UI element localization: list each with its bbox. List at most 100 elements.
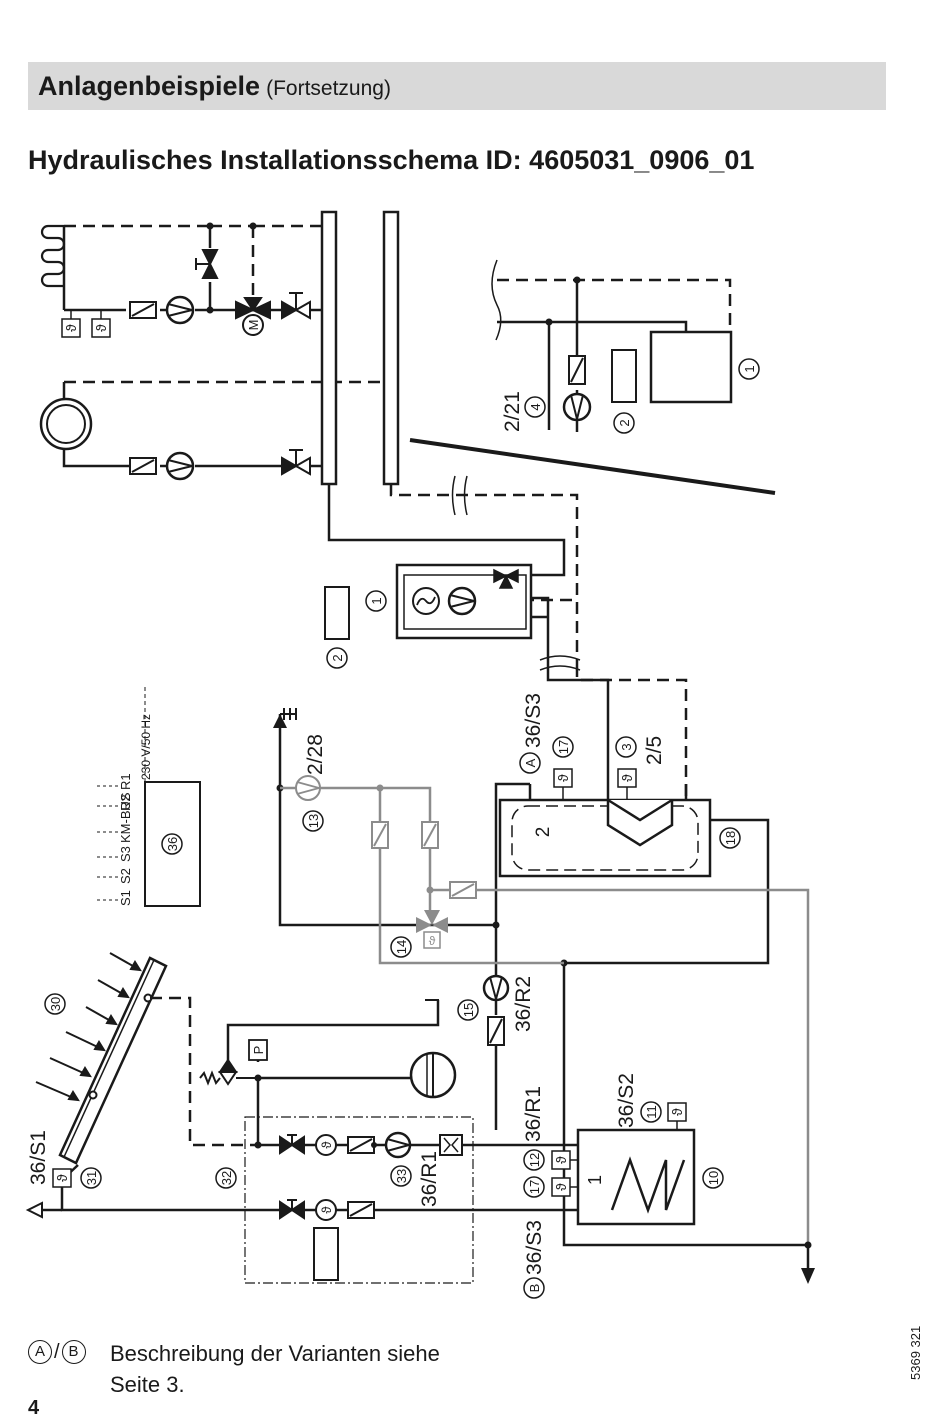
pump-icon bbox=[165, 295, 195, 325]
section-title: Anlagenbeispiele(Fortsetzung) bbox=[38, 71, 391, 102]
radiator-circuit bbox=[40, 224, 327, 312]
expansion-vessel-icon bbox=[409, 1051, 457, 1099]
component-number: 18 bbox=[723, 831, 738, 845]
pump-icon bbox=[482, 974, 510, 1003]
component-number: 15 bbox=[461, 1003, 476, 1017]
wiring-labels: 36/S3 36/S3 36/R1 36/R1 36/R2 36/S2 36/S… bbox=[27, 391, 666, 1275]
thermometer-icon bbox=[315, 1134, 337, 1221]
sensor-symbol: ϑ bbox=[553, 1183, 569, 1191]
safety-valve-icon bbox=[199, 1058, 258, 1086]
wiring-label: 36/R1 bbox=[418, 1151, 441, 1207]
sensor-symbol: ϑ bbox=[319, 1141, 334, 1149]
ball-valve-icon bbox=[279, 1134, 305, 1220]
terminal-label: S1 bbox=[118, 890, 133, 906]
component-number: 4 bbox=[528, 403, 543, 410]
wiring-label: 36/S2 bbox=[615, 1073, 638, 1128]
variant-separator: / bbox=[54, 1340, 60, 1363]
shutoff-valve-icon bbox=[281, 292, 311, 320]
terminal-label: R2 bbox=[118, 794, 133, 811]
sensor-symbol: ϑ bbox=[54, 1174, 70, 1182]
terminal-wires bbox=[97, 785, 118, 901]
gray-circuit bbox=[280, 786, 810, 1245]
bypass-valve-icon bbox=[195, 249, 219, 279]
wiring-label: 2/21 bbox=[501, 391, 524, 432]
terminal-label: S3 bbox=[118, 846, 133, 862]
three-way-mixer-icon bbox=[235, 297, 271, 336]
component-number: 10 bbox=[706, 1171, 721, 1185]
wiring-label: 36/R2 bbox=[512, 976, 535, 1032]
pressure-gauge bbox=[248, 1039, 268, 1061]
solar-coil-icon bbox=[610, 1156, 686, 1214]
storage-tank bbox=[498, 798, 712, 878]
component-number: 32 bbox=[219, 1171, 234, 1185]
component-number: 17 bbox=[527, 1180, 542, 1194]
component-number: 3 bbox=[619, 743, 634, 750]
component-number: 1 bbox=[742, 365, 757, 372]
component-number: 2 bbox=[617, 419, 632, 426]
solar-collector-icon bbox=[58, 956, 168, 1165]
sensor-symbol: ϑ bbox=[619, 774, 635, 782]
wiring-label: 2/5 bbox=[643, 736, 666, 765]
terminal-labels: S1 S2 S3 KM-BUS R2 R1 bbox=[118, 773, 133, 906]
sensor-symbol: ϑ bbox=[93, 324, 109, 332]
flow-check-valve-icon bbox=[371, 821, 477, 899]
sensor-symbol: ϑ bbox=[555, 774, 571, 782]
component-number-circles: 1 2 4 1 2 36 13 17 3 18 14 15 30 11 12 1… bbox=[44, 358, 760, 1299]
component-number: 1 bbox=[369, 597, 384, 604]
radiator-icon bbox=[40, 224, 66, 288]
flow-check-valve-icon bbox=[568, 355, 586, 385]
component-number: 31 bbox=[84, 1171, 99, 1185]
variant-footnote: A/B Beschreibung der Varianten siehe Sei… bbox=[28, 1338, 440, 1397]
variant-marker: A bbox=[523, 758, 538, 767]
control-unit bbox=[313, 1227, 339, 1281]
document-number: 5369 321 bbox=[908, 1325, 923, 1380]
component-number: 30 bbox=[48, 997, 63, 1011]
wiring-label: 36/R1 bbox=[522, 1086, 545, 1142]
storage-zone-label: 2 bbox=[533, 827, 554, 838]
flow-check-valve-icon bbox=[129, 301, 157, 319]
wiring-label: 2/28 bbox=[304, 734, 327, 775]
boiler-unit bbox=[649, 330, 733, 404]
pipe-break-marks bbox=[451, 475, 581, 671]
variant-a-marker: A bbox=[28, 1340, 52, 1365]
low-loss-header-icon bbox=[320, 210, 400, 486]
control-unit bbox=[324, 586, 350, 640]
storage-zone-label: 1 bbox=[585, 1175, 605, 1185]
pressure-symbol: P bbox=[251, 1046, 266, 1055]
component-number: 13 bbox=[306, 814, 321, 828]
wiring-label: 36/S3 bbox=[522, 693, 545, 748]
footnote-text: Beschreibung der Varianten siehe Seite 3… bbox=[110, 1341, 440, 1397]
sensor-symbol: ϑ bbox=[553, 1156, 569, 1164]
thermostatic-mixer-icon bbox=[416, 910, 448, 949]
solar-station-box bbox=[244, 1116, 474, 1284]
section-subtitle: (Fortsetzung) bbox=[266, 77, 391, 100]
pump-icon bbox=[562, 392, 592, 422]
floor-heating-circuit bbox=[62, 380, 383, 468]
pump-icon bbox=[447, 586, 477, 616]
wiring-label: 36/S1 bbox=[27, 1130, 50, 1185]
section-divider bbox=[409, 438, 776, 495]
section-title-text: Anlagenbeispiele bbox=[38, 71, 261, 101]
component-number: 33 bbox=[394, 1169, 409, 1183]
flow-check-valve-icon bbox=[487, 1016, 505, 1046]
control-unit bbox=[611, 349, 637, 403]
sensor-symbol: ϑ bbox=[319, 1206, 334, 1214]
flow-meter-icon bbox=[439, 1134, 463, 1156]
wiring-label: 36/S3 bbox=[523, 1220, 546, 1275]
component-number: 2 bbox=[330, 654, 345, 661]
schema-title: Hydraulisches Installationsschema ID: 46… bbox=[28, 145, 755, 175]
sensor-symbol: ϑ bbox=[429, 934, 436, 948]
temperature-sensor bbox=[61, 310, 111, 338]
flow-check-valve-icon bbox=[347, 1136, 375, 1219]
sun-rays-icon bbox=[35, 952, 142, 1102]
component-number: 17 bbox=[556, 740, 571, 754]
sensor-symbol: ϑ bbox=[669, 1108, 685, 1116]
flow-check-valve-icon bbox=[129, 457, 157, 475]
pump-icon bbox=[165, 451, 195, 481]
terminal-label: S2 bbox=[118, 868, 133, 884]
terminal-label: R1 bbox=[118, 773, 133, 790]
mains-voltage-label: 230 V/50 Hz bbox=[139, 714, 153, 780]
variant-b-marker: B bbox=[61, 1340, 86, 1365]
pump-icon bbox=[295, 775, 323, 801]
pump-icon bbox=[384, 1131, 413, 1159]
